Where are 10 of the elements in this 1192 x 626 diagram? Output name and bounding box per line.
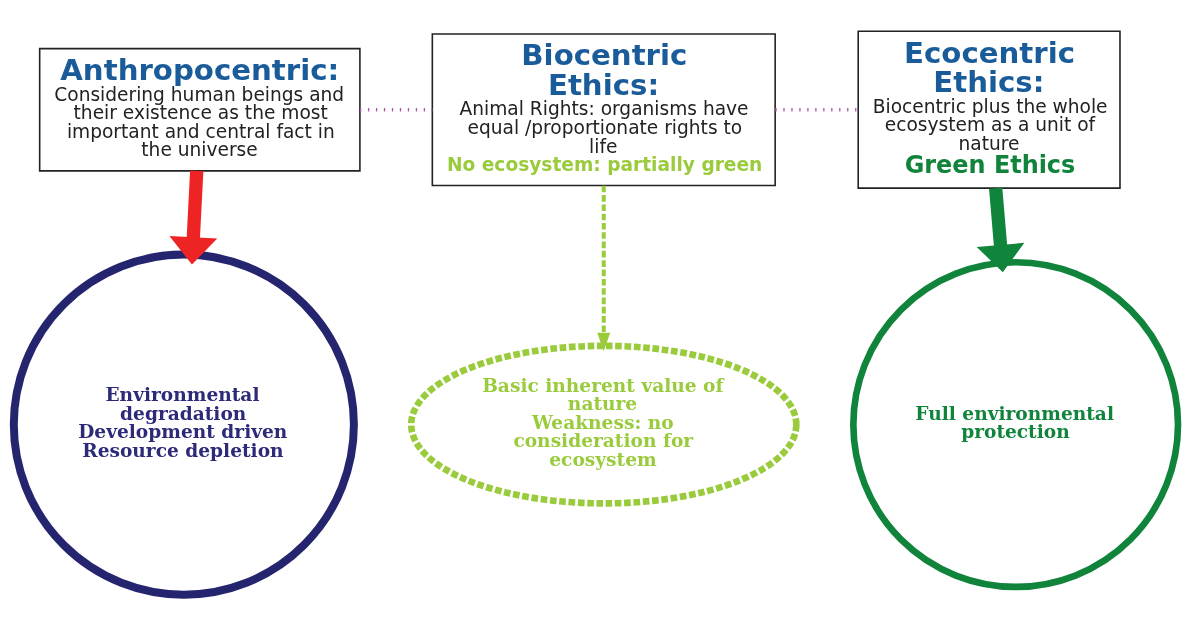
node-box: Ecocentric Ethics: Biocentric plus the whole ecosystem as a unit of nature Green Ethics: [857, 30, 1121, 189]
node-box: Biocentric Ethics: Animal Rights: organisms have equal /proportionate rights to life No ecosystem: partially green: [431, 33, 776, 187]
node-circle: Full environmental protection: [850, 258, 1182, 591]
node-ellipse: Basic inherent value of nature Weakness: no consideration for ecosystem: [407, 342, 800, 507]
arrow: [976, 187, 1025, 273]
node-box: Anthropocentric: Considering human beings and their existence as the most important and central fact in the universe: [38, 47, 361, 172]
arrow: [169, 170, 218, 265]
node-circle: Environmental degradation Development driven Resource depletion: [9, 250, 358, 599]
arrow: [597, 185, 611, 352]
connector: [775, 108, 858, 112]
